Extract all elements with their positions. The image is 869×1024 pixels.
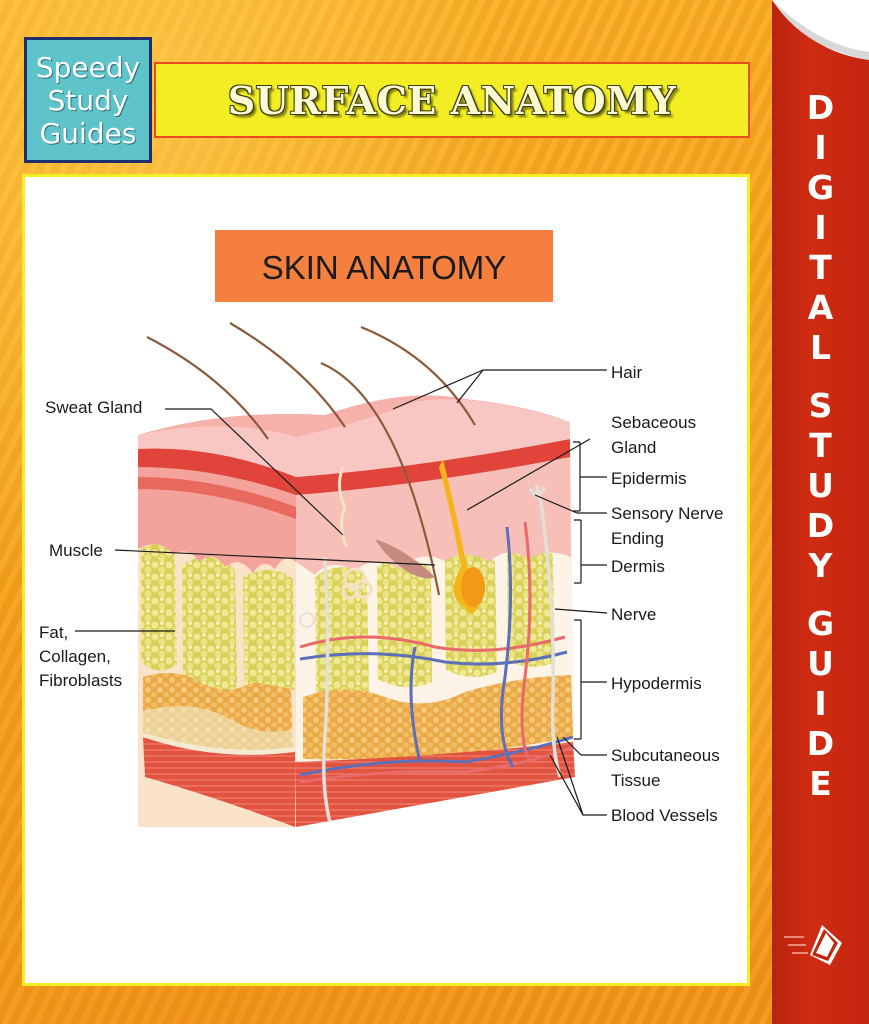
label-fat: Collagen, — [39, 647, 111, 666]
label-sensory-nerve-ending: Ending — [611, 529, 664, 548]
label-fat: Fat, — [39, 623, 68, 642]
book-title: SURFACE ANATOMY — [227, 77, 677, 123]
content-panel: SKIN ANATOMY — [22, 174, 750, 986]
epidermis-band-front-lower — [138, 477, 296, 519]
label-sensory-nerve-ending: Sensory Nerve — [611, 504, 723, 523]
sweat-gland — [338, 466, 373, 600]
label-hypodermis: Hypodermis — [611, 674, 702, 693]
label-sweat-gland: Sweat Gland — [45, 398, 142, 417]
pacinian-corpuscle — [299, 612, 315, 628]
title-bar: SURFACE ANATOMY — [154, 62, 750, 138]
skin-anatomy-diagram: SKIN ANATOMY — [39, 230, 723, 827]
label-sebaceous-gland: Gland — [611, 438, 656, 457]
blood-vessels — [299, 521, 574, 784]
epidermis-band-front — [138, 448, 296, 495]
label-epidermis: Epidermis — [611, 469, 687, 488]
subcutaneous-layer — [143, 673, 573, 760]
page-curl — [772, 0, 869, 60]
epidermis-band-side — [296, 439, 570, 495]
arrector-muscle — [375, 539, 435, 579]
label-dermis: Dermis — [611, 557, 665, 576]
book-speed-icon — [784, 925, 842, 965]
speedy-study-guides-logo: Speedy Study Guides — [24, 37, 152, 163]
diagram-heading: SKIN ANATOMY — [262, 249, 507, 286]
label-nerve: Nerve — [611, 605, 656, 624]
label-subcutaneous-tissue: Tissue — [611, 771, 660, 790]
epidermis-top — [138, 399, 570, 477]
label-muscle: Muscle — [49, 541, 103, 560]
heading-box — [215, 230, 553, 302]
muscle-layer-front — [143, 737, 295, 827]
callout-lines — [75, 369, 608, 816]
label-blood-vessels: Blood Vessels — [611, 806, 718, 825]
label-fat: Fibroblasts — [39, 671, 122, 690]
logo-line: Study — [47, 83, 129, 117]
book-spine — [772, 0, 869, 1024]
label-sebaceous-gland: Sebaceous — [611, 413, 696, 432]
fat-lobules — [141, 544, 555, 702]
logo-line: Speedy — [35, 50, 141, 84]
label-hair: Hair — [611, 363, 643, 382]
label-subcutaneous-tissue: Subcutaneous — [611, 746, 720, 765]
logo-line: Guides — [39, 116, 137, 150]
hair-strands — [146, 322, 476, 596]
